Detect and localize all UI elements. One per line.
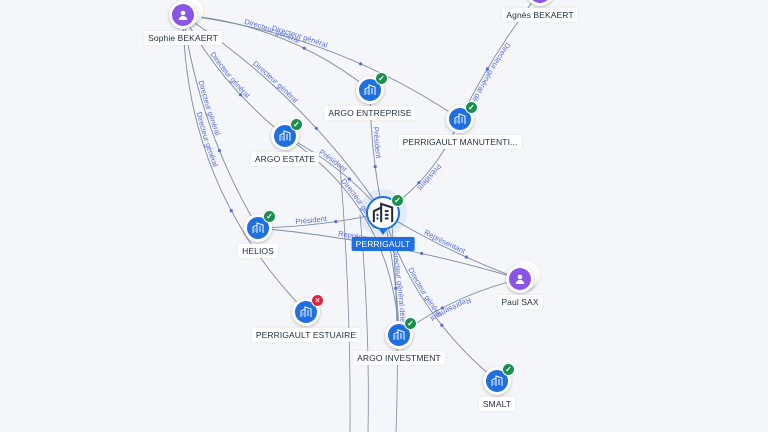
check-badge-icon: ✓	[375, 72, 388, 85]
node-label-perrigault[interactable]: PERRIGAULT	[351, 237, 415, 251]
edge-arrow-icon	[420, 251, 424, 256]
node-argo-estate[interactable]: ✓	[271, 118, 303, 150]
edge-sophie-perrigault_estuaire[interactable]	[182, 14, 307, 313]
edge-sophie-helios[interactable]	[182, 14, 259, 229]
edge-label-text: Président	[295, 214, 328, 226]
building-icon	[388, 324, 410, 346]
edge-label-text: Président	[371, 127, 383, 160]
person-icon	[529, 0, 551, 3]
edge-perrigault-paul_sax[interactable]	[382, 212, 521, 280]
node-label-helios[interactable]: HELIOS	[238, 244, 278, 258]
check-badge-icon: ✓	[465, 101, 478, 114]
building-icon	[486, 370, 508, 392]
node-sophie-bekaert[interactable]	[169, 1, 197, 29]
check-badge-icon: ✓	[263, 210, 276, 223]
check-badge-icon: ✓	[404, 317, 417, 330]
check-badge-icon: ✓	[391, 194, 404, 207]
edge-label-text: Directeur général	[251, 59, 300, 105]
check-badge-icon: ✓	[290, 118, 303, 131]
person-icon	[509, 268, 531, 290]
node-label-paul-sax[interactable]: Paul SAX	[497, 295, 543, 309]
edge-sophie-perrigault_manut[interactable]	[182, 14, 461, 120]
map-pin-tip	[378, 228, 388, 235]
edge-label: Directeur général	[208, 50, 251, 100]
edge-arrow-icon	[485, 67, 490, 71]
node-argo-entreprise[interactable]: ✓	[356, 72, 388, 104]
edge-label: Représentant	[423, 228, 468, 256]
building-icon	[247, 217, 269, 239]
person-icon	[172, 4, 194, 26]
edge-arrow-icon	[314, 126, 318, 130]
error-badge-icon: ×	[311, 294, 324, 307]
node-label-argo-investment[interactable]: ARGO INVESTMENT	[353, 351, 445, 365]
edge-arrow-icon	[417, 181, 421, 185]
node-label-perrigault-estuaire[interactable]: PERRIGAULT ESTUAIRE	[251, 328, 361, 342]
edge-arrow-icon	[334, 220, 338, 224]
edge-arrow-icon	[217, 148, 222, 153]
edge-line-offscreen	[339, 164, 351, 432]
node-argo-investment[interactable]: ✓	[385, 317, 417, 349]
edge-arrow-icon	[302, 46, 306, 50]
edge-label: Président	[295, 214, 328, 226]
building-icon	[449, 108, 471, 130]
node-label-sophie-bekaert[interactable]: Sophie BEKAERT	[144, 31, 222, 45]
node-label-argo-estate[interactable]: ARGO ESTATE	[250, 152, 320, 166]
edge-arrow-icon	[394, 286, 398, 290]
node-label-agnes-bekaert[interactable]: Agnès BEKAERT	[502, 8, 578, 22]
edge-arrow-icon	[238, 93, 243, 97]
edge-label: Président	[371, 127, 383, 160]
building-icon	[372, 202, 394, 224]
node-smalt[interactable]: ✓	[483, 363, 515, 395]
edge-arrow-icon	[373, 164, 377, 169]
node-label-perrigault-manutenti[interactable]: PERRIGAULT MANUTENTI...	[398, 135, 522, 149]
node-helios[interactable]: ✓	[244, 210, 276, 242]
edge-label: Président	[415, 162, 443, 193]
node-paul-sax[interactable]	[506, 265, 534, 293]
node-perrigault-estuaire[interactable]: ×	[292, 294, 324, 326]
check-badge-icon: ✓	[502, 363, 515, 376]
edge-arrow-icon	[440, 306, 444, 310]
edge-label-text: Président	[415, 162, 443, 193]
edge-arrow-icon	[440, 323, 444, 327]
edge-label-text: Directeur général	[208, 50, 251, 100]
node-perrigault-manutenti[interactable]: ✓	[446, 101, 478, 133]
node-agnes-bekaert[interactable]	[526, 0, 554, 6]
building-icon	[359, 79, 381, 101]
edge-arrow-icon	[464, 255, 468, 259]
node-label-smalt[interactable]: SMALT	[478, 397, 516, 411]
node-perrigault[interactable]: ✓	[366, 194, 404, 230]
node-label-argo-entreprise[interactable]: ARGO ENTREPRISE	[324, 106, 416, 120]
edge-arrow-icon	[359, 62, 363, 66]
edge-label-text: Représentant	[423, 228, 468, 256]
edge-label: Directeur général	[251, 59, 300, 105]
building-icon	[274, 125, 296, 147]
building-icon	[295, 301, 317, 323]
edge-arrow-icon	[347, 177, 351, 181]
edge-arrow-icon	[229, 209, 233, 213]
